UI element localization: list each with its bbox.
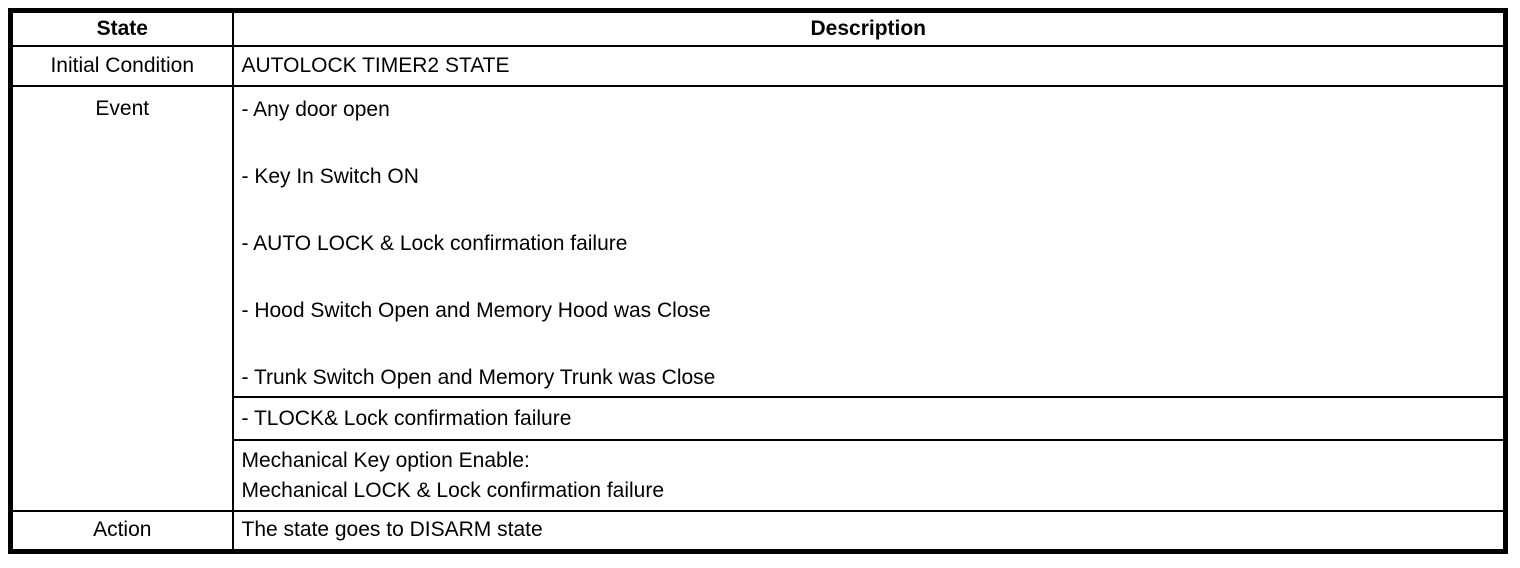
- state-column-header: State: [9, 9, 234, 47]
- table-row-initial-condition: Initial Condition AUTOLOCK TIMER2 STATE: [9, 45, 1507, 87]
- event-mechanical-line-2: Mechanical LOCK & Lock confirmation fail…: [241, 479, 665, 502]
- event-bullet-list-cell: - Any door open - Key In Switch ON - AUT…: [231, 85, 1507, 398]
- action-value: The state goes to DISARM state: [231, 510, 1507, 552]
- initial-condition-value: AUTOLOCK TIMER2 STATE: [231, 45, 1507, 87]
- table-header-row: State Description: [9, 9, 1507, 47]
- event-label: Event: [9, 85, 234, 512]
- initial-condition-label: Initial Condition: [9, 45, 234, 87]
- event-bullet-any-door-open: - Any door open: [241, 98, 390, 121]
- event-tlock-cell: - TLOCK& Lock confirmation failure: [231, 396, 1507, 441]
- table-row-event-mechanical: Mechanical Key option Enable: Mechanical…: [11, 439, 1507, 512]
- event-mechanical-cell: Mechanical Key option Enable: Mechanical…: [231, 439, 1507, 512]
- description-column-header: Description: [231, 9, 1507, 47]
- table-row-event: Event - Any door open - Key In Switch ON…: [9, 85, 1507, 512]
- event-bullet-key-in-switch: - Key In Switch ON: [241, 165, 419, 188]
- event-bullet-hood-switch: - Hood Switch Open and Memory Hood was C…: [241, 299, 711, 322]
- event-bullet-auto-lock: - AUTO LOCK & Lock confirmation failure: [241, 232, 628, 255]
- event-bullet-trunk-switch: - Trunk Switch Open and Memory Trunk was…: [241, 366, 716, 389]
- action-label: Action: [9, 510, 234, 552]
- table-row-action: Action The state goes to DISARM state: [9, 510, 1507, 552]
- state-description-table: State Description Initial Condition AUTO…: [8, 8, 1508, 554]
- table-row-event-tlock: - TLOCK& Lock confirmation failure: [11, 396, 1507, 441]
- event-mechanical-line-1: Mechanical Key option Enable:: [241, 449, 530, 472]
